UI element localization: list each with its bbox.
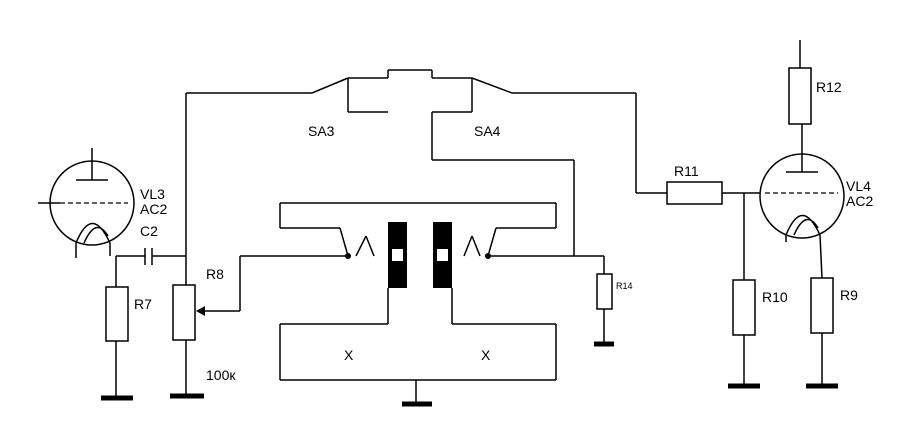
potentiometer-wiper-arrow <box>196 306 205 316</box>
resistor-r10 <box>732 279 756 336</box>
resistor-r14 <box>596 273 613 310</box>
tube-vl3-type: AC2 <box>140 201 167 217</box>
potentiometer-r8-label: R8 <box>206 266 224 282</box>
resistor-r7-label: R7 <box>134 296 152 312</box>
resistor-r7 <box>105 286 129 342</box>
tube-vl3 <box>38 148 135 258</box>
resistor-r9-label: R9 <box>840 287 858 303</box>
switch-sa4-label: SA4 <box>474 123 501 139</box>
coil-right-label: X <box>481 347 491 363</box>
potentiometer-r8-value: 100к <box>206 367 236 383</box>
resistor-r12 <box>788 67 812 125</box>
coil-left-label: X <box>344 347 354 363</box>
tube-vl4 <box>759 124 845 279</box>
capacitor-c2-label: C2 <box>140 223 158 239</box>
tube-vl4-type: AC2 <box>846 193 873 209</box>
tube-vl3-label: VL3 <box>140 186 165 202</box>
tube-vl4-label: VL4 <box>846 178 871 194</box>
resistor-r11-label: R11 <box>674 163 699 179</box>
potentiometer-r8 <box>172 284 196 341</box>
switch-sa3-label: SA3 <box>308 123 335 139</box>
resistor-r11 <box>666 181 723 205</box>
resistor-r14-label: R14 <box>616 281 633 291</box>
pickup-head <box>279 202 557 381</box>
resistor-r12-label: R12 <box>816 79 842 95</box>
resistor-r9 <box>810 277 834 334</box>
resistor-r10-label: R10 <box>762 289 788 305</box>
switch-sa3-sa4 <box>311 69 513 113</box>
